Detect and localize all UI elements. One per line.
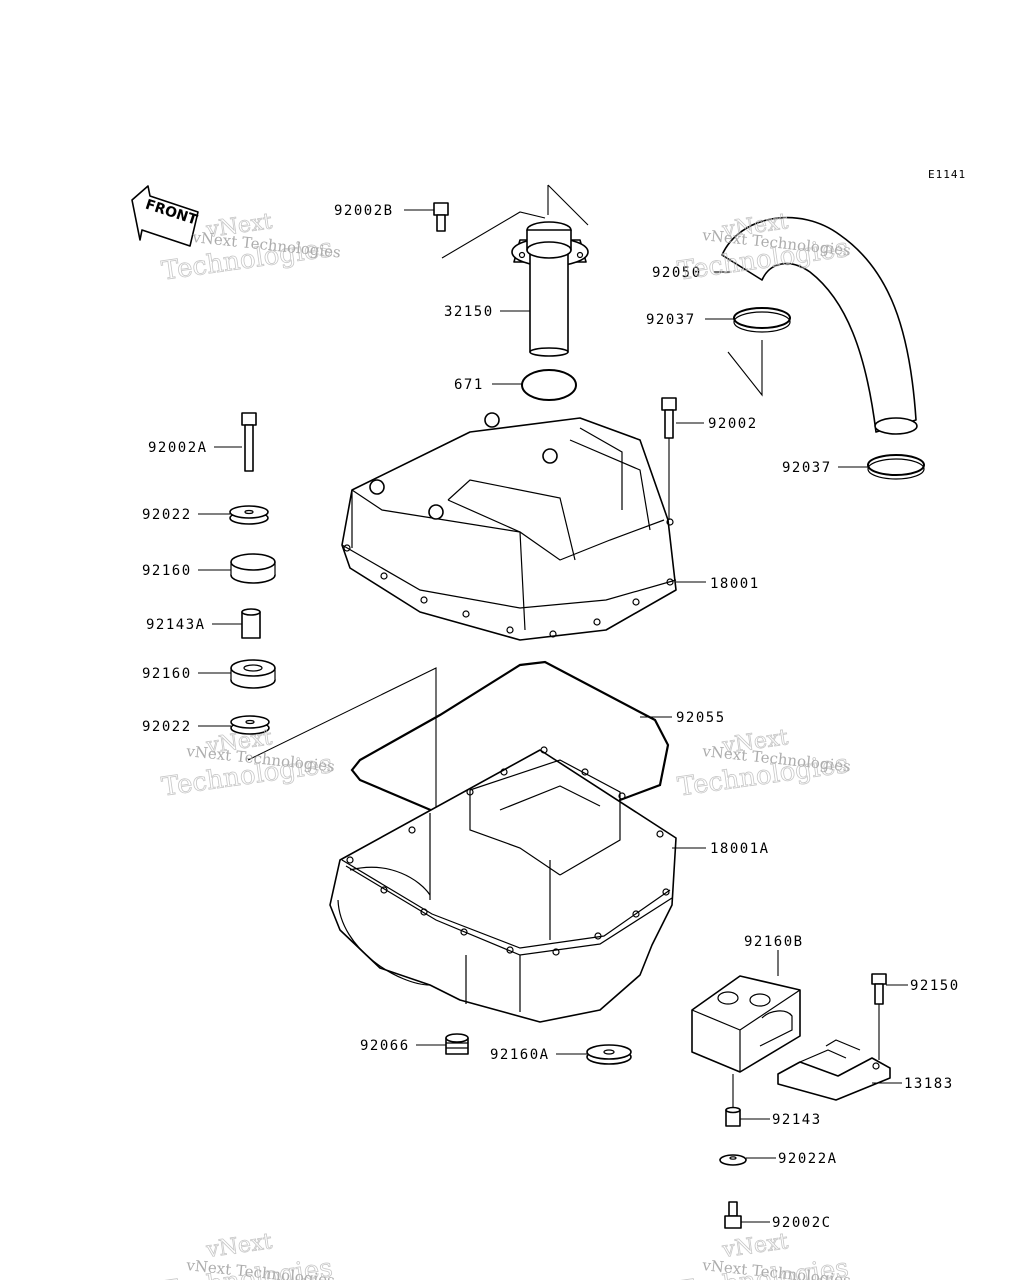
watermark: vNext Technologies vNext Technologies vN… (159, 209, 851, 1280)
part-label: 32150 (444, 304, 494, 320)
part-label: 92050 (652, 265, 702, 281)
breather-hose (721, 216, 918, 435)
part-labels: 92002B 32150 671 92050 92037 92037 92002… (142, 203, 960, 1231)
leader-lines (198, 209, 908, 1223)
diagram-code: E1141 (928, 168, 966, 181)
part-label: 92037 (782, 460, 832, 476)
hose-clamp-icon (733, 307, 791, 333)
breather-pipe (511, 221, 589, 357)
part-label: 92037 (646, 312, 696, 328)
grommet-icon (230, 553, 276, 584)
collar-icon (241, 608, 261, 639)
part-label: 92022A (778, 1151, 838, 1167)
part-label: 92143 (772, 1112, 822, 1128)
plug-icon (445, 1033, 469, 1055)
part-label: 92022 (142, 719, 192, 735)
bolt-icon (871, 973, 887, 1060)
part-label: 18001 (710, 576, 760, 592)
part-label: 92066 (360, 1038, 410, 1054)
collar-icon (725, 1106, 741, 1127)
bolt-icon (241, 412, 257, 472)
part-label: 92002A (148, 440, 208, 456)
part-label: 18001A (710, 841, 770, 857)
part-label: 92143A (146, 617, 206, 633)
part-label: 92160A (490, 1047, 550, 1063)
washer-icon (586, 1044, 632, 1065)
part-label: 92002 (708, 416, 758, 432)
bolt-icon (433, 202, 449, 232)
part-label: 92160 (142, 563, 192, 579)
grommet-icon (230, 659, 276, 689)
bracket-icon (777, 1039, 891, 1101)
o-ring-icon (521, 369, 577, 401)
washer-icon (229, 505, 269, 525)
bolt-icon (724, 1201, 742, 1229)
part-label: 671 (454, 377, 484, 393)
hose-clamp-icon (867, 454, 925, 480)
part-label: 92150 (910, 978, 960, 994)
front-arrow-icon: FRONT (131, 185, 200, 247)
part-label: 92055 (676, 710, 726, 726)
part-label: 92002B (334, 203, 394, 219)
washer-icon (230, 715, 270, 735)
part-label: 92160B (744, 934, 804, 950)
air-cleaner-lower-case (329, 746, 677, 1023)
bolt-icon (661, 397, 677, 520)
part-label: 92022 (142, 507, 192, 523)
part-label: 92002C (772, 1215, 832, 1231)
part-label: 92160 (142, 666, 192, 682)
washer-icon (719, 1154, 747, 1166)
part-label: 13183 (904, 1076, 954, 1092)
damper-block (691, 975, 801, 1073)
air-cleaner-upper-case (341, 412, 677, 641)
